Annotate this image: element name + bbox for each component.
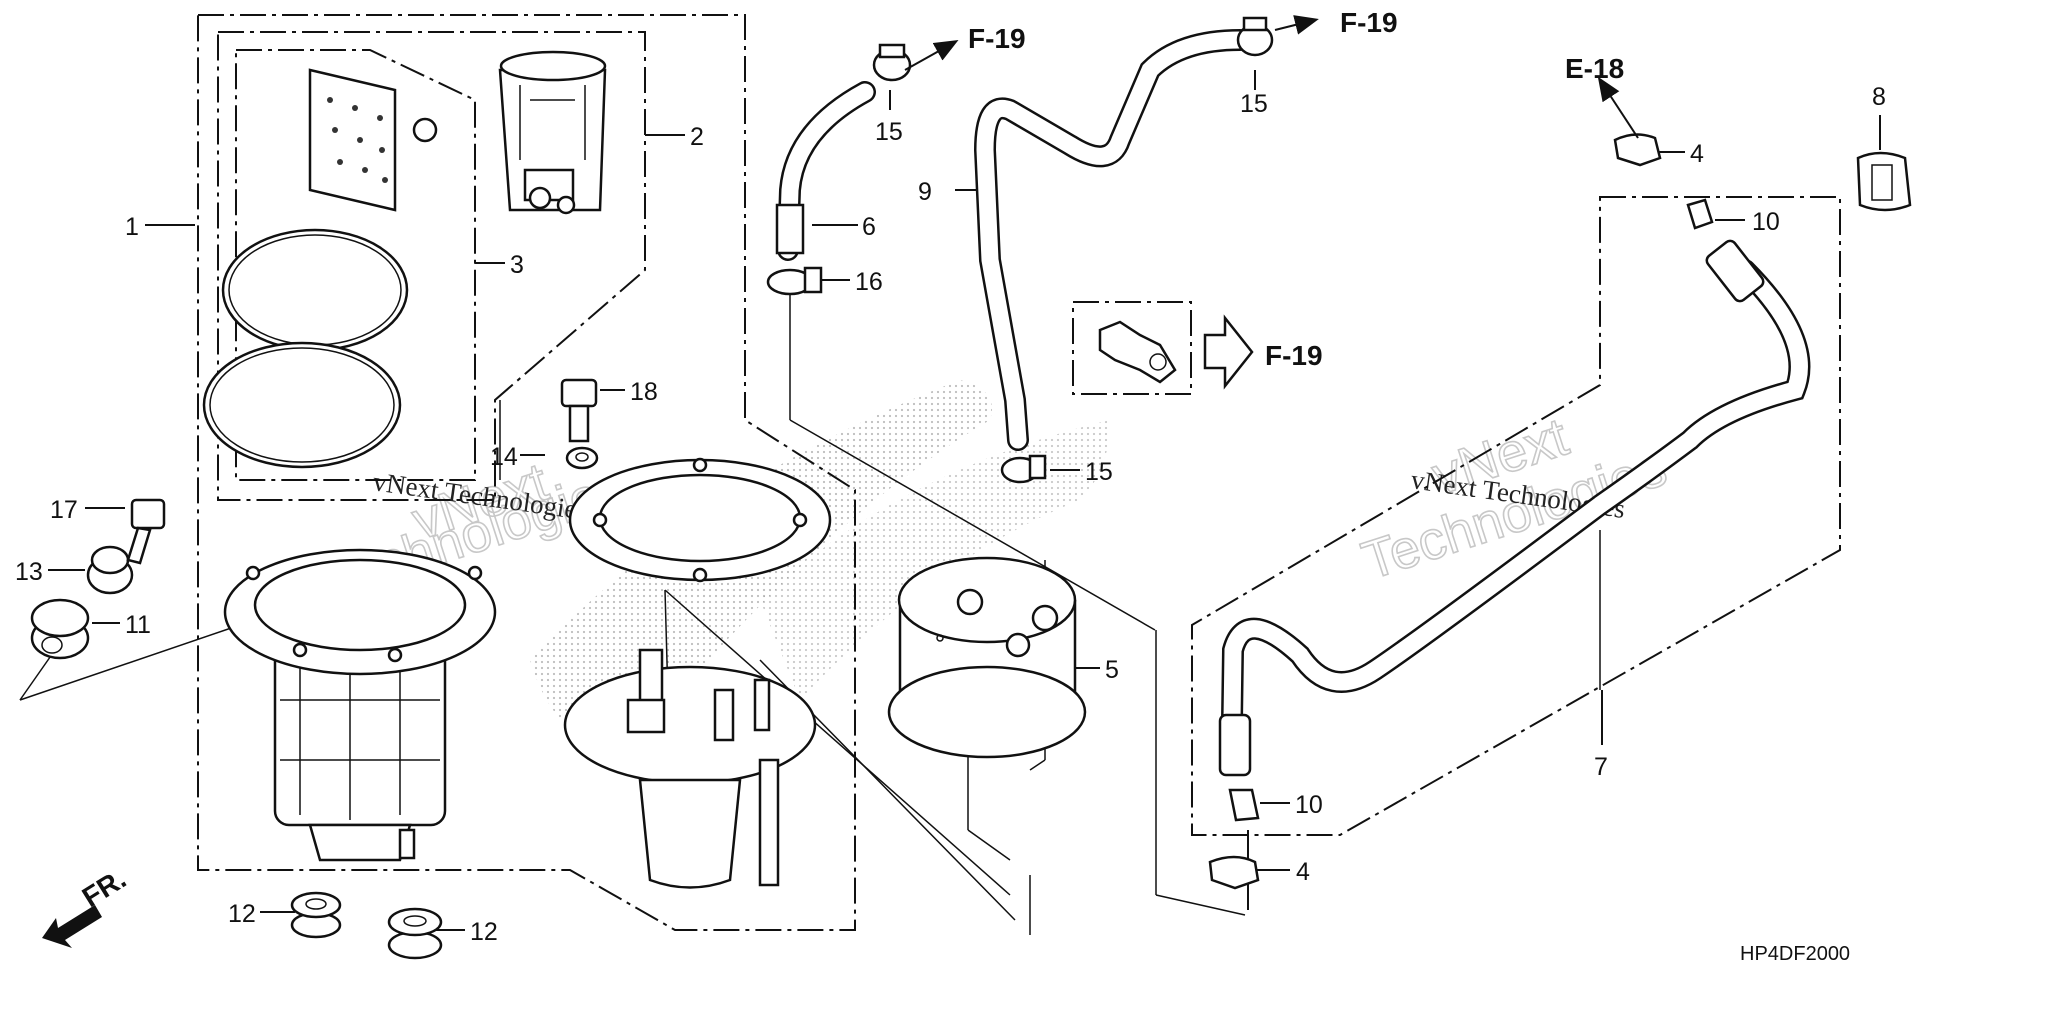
label-part-6: 6 — [862, 213, 876, 241]
diagram-code: HP4DF2000 — [1740, 943, 1850, 965]
label-part-15-a: 15 — [875, 118, 903, 146]
outline-assy-7 — [1191, 196, 1841, 836]
part-7-fuel-feed-hose — [1218, 239, 1811, 777]
ref-f19-top-left: F-19 — [968, 23, 1026, 54]
reference-arrows — [42, 15, 1639, 948]
part-8-grommet — [1856, 151, 1912, 212]
ref-front: FR. — [77, 863, 132, 913]
part-11-rubber-mount — [30, 598, 90, 660]
part-12-collar-left — [290, 891, 342, 939]
part-2-pump-holder — [498, 50, 607, 215]
label-part-5: 5 — [1105, 656, 1119, 684]
part-15-clamp-a — [872, 43, 912, 82]
label-part-4-upper: 4 — [1690, 140, 1704, 168]
outline-assy-2 — [217, 31, 646, 501]
part-3-filter-kit — [202, 68, 438, 469]
label-part-2: 2 — [690, 123, 704, 151]
part-4-clip-upper — [1613, 133, 1662, 167]
part-18-bolt — [560, 378, 598, 443]
label-part-9: 9 — [918, 178, 932, 206]
assembly-outlines — [197, 14, 1841, 931]
fuel-pump-module — [563, 648, 817, 889]
label-part-12-right: 12 — [470, 918, 498, 946]
part-12-collar-right — [387, 907, 443, 960]
label-part-15-b: 15 — [1240, 90, 1268, 118]
part-14-washer — [565, 446, 599, 470]
part-6-fuel-hose — [775, 81, 876, 261]
label-part-7: 7 — [1594, 753, 1608, 781]
label-part-10-lower: 10 — [1295, 791, 1323, 819]
part-17-bolt — [126, 498, 166, 565]
part-16-clamp — [766, 266, 823, 296]
part-10-fitting-lower — [1228, 788, 1260, 822]
part-9-fuel-hose-long — [973, 29, 1251, 451]
label-part-4-lower: 4 — [1296, 858, 1310, 886]
label-part-3: 3 — [510, 251, 524, 279]
label-part-13: 13 — [15, 558, 43, 586]
label-part-10-upper: 10 — [1752, 208, 1780, 236]
label-part-8: 8 — [1872, 83, 1886, 111]
outline-clip-ref — [1072, 301, 1192, 395]
label-part-15-c: 15 — [1085, 458, 1113, 486]
ref-e18: E-18 — [1565, 53, 1624, 84]
part-4-clip-lower — [1208, 855, 1260, 890]
ref-f19-top-right: F-19 — [1340, 7, 1398, 38]
ref-f19-clip: F-19 — [1265, 340, 1323, 371]
part-1-fuel-pump-housing — [223, 548, 497, 862]
front-arrow-icon — [42, 905, 102, 948]
part-10-fitting-upper — [1686, 198, 1714, 230]
part-5-pump-cover — [887, 556, 1087, 759]
clip-detail — [1098, 320, 1177, 384]
part-13-collar — [86, 545, 134, 595]
label-part-14: 14 — [490, 443, 518, 471]
label-part-17: 17 — [50, 496, 78, 524]
label-part-12-left: 12 — [228, 900, 256, 928]
outline-assy-1 — [197, 14, 856, 931]
pump-gasket — [568, 457, 832, 583]
label-part-16: 16 — [855, 268, 883, 296]
part-15-clamp-c — [1000, 454, 1047, 484]
part-15-clamp-b — [1236, 16, 1274, 57]
label-part-18: 18 — [630, 378, 658, 406]
label-part-1: 1 — [125, 213, 139, 241]
label-part-11: 11 — [125, 611, 151, 639]
